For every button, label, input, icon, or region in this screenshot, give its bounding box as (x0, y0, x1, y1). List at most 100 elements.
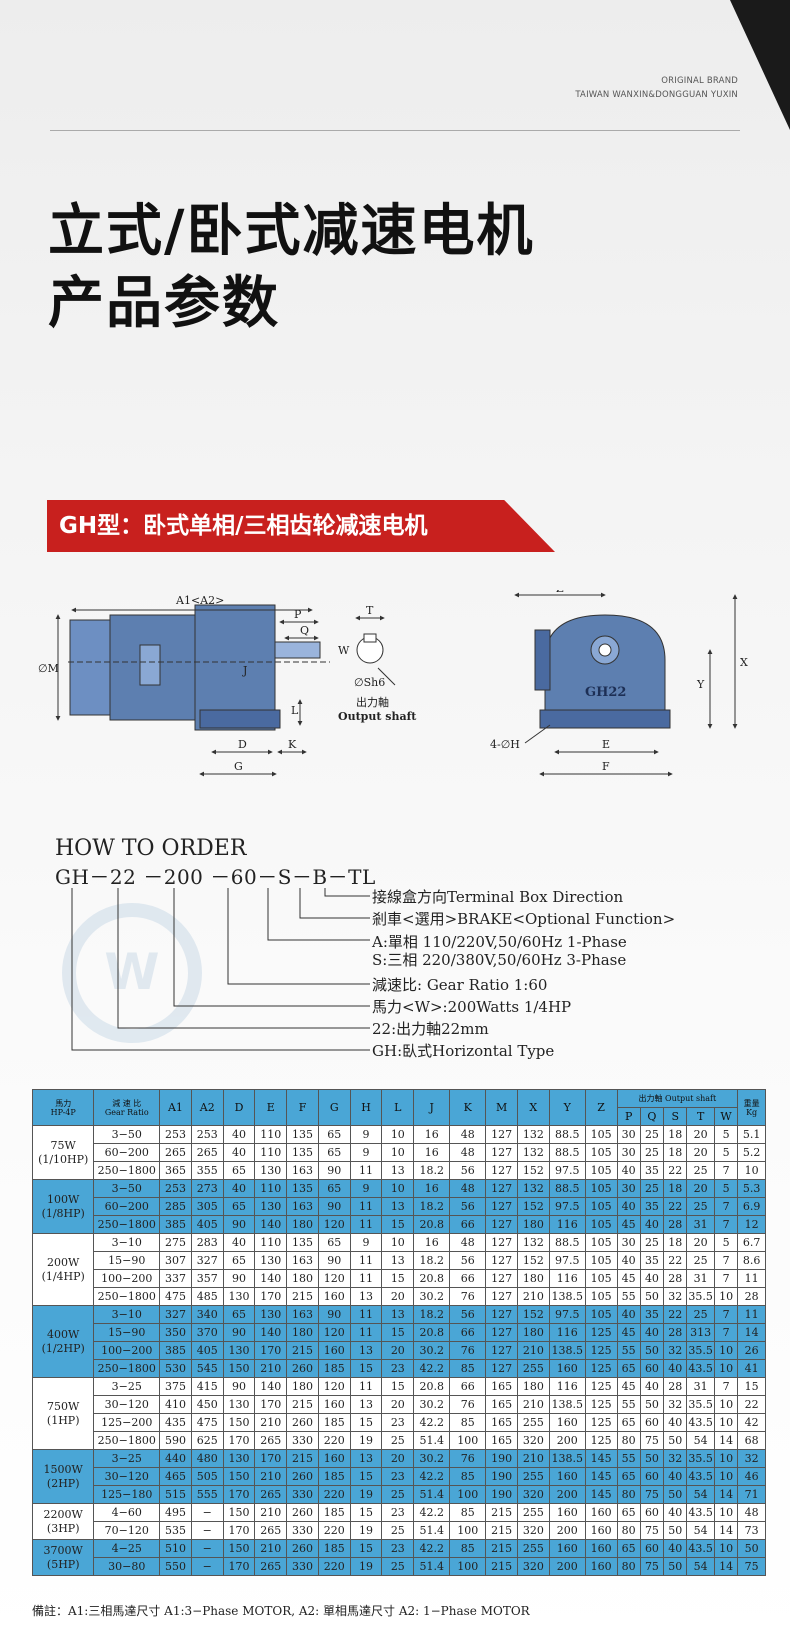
value-cell: 385 (159, 1215, 192, 1234)
value-cell: 85 (449, 1413, 487, 1432)
value-cell: 19 (349, 1485, 383, 1504)
value-cell: 190 (485, 1467, 518, 1486)
value-cell: 30 (616, 1143, 641, 1162)
header-col: J (413, 1089, 451, 1126)
value-cell: 13 (349, 1341, 383, 1360)
value-cell: 185 (317, 1503, 351, 1522)
value-cell: 10 (713, 1395, 739, 1414)
value-cell: 165 (485, 1413, 518, 1432)
order-item-shaft: 22:出力軸22mm (372, 1020, 489, 1038)
side-view (55, 604, 396, 777)
value-cell: 90 (317, 1161, 351, 1180)
value-cell: 22 (663, 1197, 688, 1216)
value-cell: 18 (663, 1233, 688, 1252)
value-cell: 255 (516, 1503, 550, 1522)
value-cell: 125 (584, 1377, 618, 1396)
dimension-drawing: A1<A2> P Q ∅M J L D K G T W ∅Sh6 出力軸 Out… (38, 590, 748, 777)
value-cell: 545 (190, 1359, 224, 1378)
value-cell: 330 (286, 1431, 319, 1450)
value-cell: 12 (737, 1215, 766, 1234)
value-cell: 55 (616, 1287, 641, 1306)
value-cell: 160 (548, 1413, 586, 1432)
value-cell: 160 (584, 1521, 618, 1540)
value-cell: 132 (516, 1125, 550, 1144)
value-cell: 200 (548, 1557, 586, 1576)
value-cell: 625 (190, 1431, 224, 1450)
label-d: D (238, 738, 247, 751)
value-cell: 16 (413, 1143, 451, 1162)
value-cell: 170 (222, 1485, 256, 1504)
value-cell: 130 (254, 1197, 288, 1216)
value-cell: 160 (584, 1557, 618, 1576)
value-cell: 56 (449, 1251, 487, 1270)
value-cell: 11 (737, 1269, 766, 1288)
value-cell: 330 (286, 1485, 319, 1504)
value-cell: 405 (190, 1341, 224, 1360)
value-cell: 9 (349, 1143, 383, 1162)
value-cell: 135 (286, 1125, 319, 1144)
label-sh: ∅Sh6 (354, 676, 385, 689)
value-cell: 255 (516, 1413, 550, 1432)
value-cell: 260 (286, 1539, 319, 1558)
value-cell: 5 (713, 1143, 739, 1162)
value-cell: 11 (349, 1251, 383, 1270)
value-cell: 160 (584, 1503, 618, 1522)
value-cell: 48 (449, 1125, 487, 1144)
value-cell: 65 (222, 1251, 256, 1270)
value-cell: 40 (639, 1215, 665, 1234)
value-cell: 140 (254, 1377, 288, 1396)
value-cell: 16 (413, 1179, 451, 1198)
value-cell: 5 (713, 1125, 739, 1144)
value-cell: 255 (516, 1467, 550, 1486)
value-cell: 475 (190, 1413, 224, 1432)
value-cell: 145 (584, 1467, 618, 1486)
value-cell: − (190, 1521, 224, 1540)
value-cell: 20 (686, 1179, 715, 1198)
value-cell: 85 (449, 1467, 487, 1486)
value-cell: 127 (485, 1251, 518, 1270)
value-cell: 215 (286, 1449, 319, 1468)
value-cell: 18.2 (413, 1251, 451, 1270)
header-col: A2 (190, 1089, 224, 1126)
value-cell: 110 (254, 1179, 288, 1198)
value-cell: 7 (713, 1377, 739, 1396)
value-cell: 9 (349, 1233, 383, 1252)
value-cell: 125 (584, 1323, 618, 1342)
label-q: Q (300, 624, 309, 637)
value-cell: 590 (159, 1431, 192, 1450)
label-p: P (294, 608, 302, 621)
value-cell: 163 (286, 1251, 319, 1270)
value-cell: 138.5 (548, 1449, 586, 1468)
value-cell: 76 (449, 1287, 487, 1306)
value-cell: 22 (663, 1251, 688, 1270)
value-cell: 80 (616, 1557, 641, 1576)
value-cell: 163 (286, 1197, 319, 1216)
value-cell: 13 (381, 1305, 415, 1324)
value-cell: 105 (584, 1287, 618, 1306)
value-cell: 65 (317, 1179, 351, 1198)
value-cell: 11 (349, 1269, 383, 1288)
value-cell: 15 (737, 1377, 766, 1396)
value-cell: 7 (713, 1197, 739, 1216)
value-cell: 88.5 (548, 1125, 586, 1144)
value-cell: 375 (159, 1377, 192, 1396)
value-cell: 130 (222, 1449, 256, 1468)
value-cell: 505 (190, 1467, 224, 1486)
value-cell: 40 (222, 1125, 256, 1144)
order-heading: HOW TO ORDER (55, 836, 247, 861)
value-cell: 120 (317, 1323, 351, 1342)
value-cell: 40 (663, 1359, 688, 1378)
value-cell: 45 (616, 1377, 641, 1396)
value-cell: 127 (485, 1179, 518, 1198)
value-cell: 40 (616, 1251, 641, 1270)
value-cell: 100 (449, 1431, 487, 1450)
value-cell: 35.5 (686, 1341, 715, 1360)
header-col: Z (584, 1089, 618, 1126)
value-cell: 10 (713, 1503, 739, 1522)
value-cell: 6.7 (737, 1233, 766, 1252)
order-connector-lines (71, 888, 370, 1051)
value-cell: 265 (254, 1431, 288, 1450)
value-cell: 105 (584, 1161, 618, 1180)
